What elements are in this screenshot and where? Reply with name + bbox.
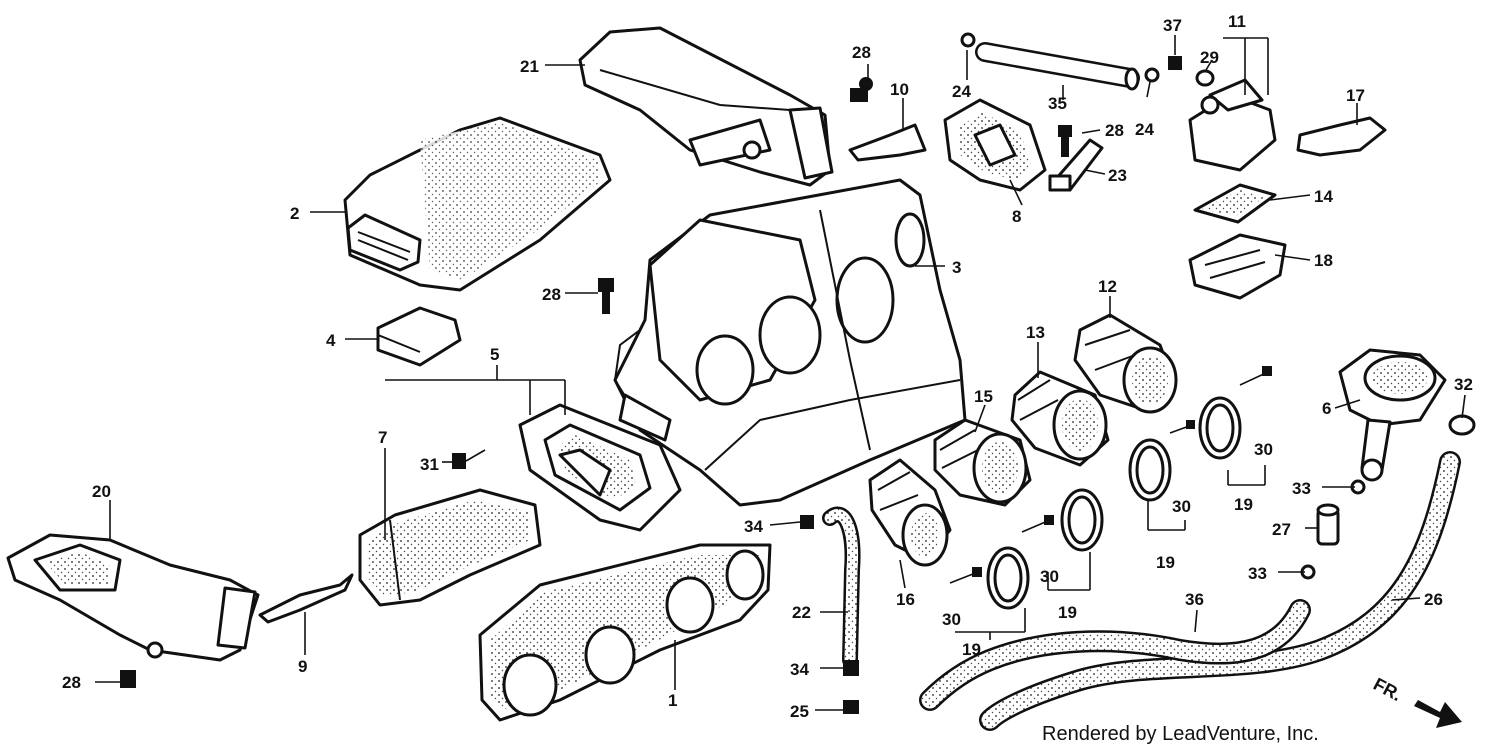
callout-24-right: 24 bbox=[1135, 120, 1154, 139]
callout-33-top: 33 bbox=[1292, 479, 1311, 498]
part-19-clamp-b bbox=[1128, 438, 1172, 502]
part-10-bracket bbox=[848, 123, 927, 162]
callout-34-bottom: 34 bbox=[790, 660, 809, 679]
part-4-filter-block bbox=[376, 306, 462, 367]
part-36-hose bbox=[919, 599, 1311, 711]
front-direction-label: FR. bbox=[1370, 674, 1405, 705]
part-19-clamp-a bbox=[1198, 396, 1242, 460]
part-8-intake-boot bbox=[943, 98, 1047, 192]
part-19-clamp-d bbox=[986, 546, 1030, 610]
part-20-air-duct-lower bbox=[6, 533, 260, 662]
part-26-drain-hose bbox=[979, 451, 1461, 731]
part-15-joint bbox=[933, 418, 1032, 507]
leader-lines bbox=[95, 35, 1466, 711]
callout-13: 13 bbox=[1026, 323, 1045, 342]
callout-1: 1 bbox=[668, 691, 677, 710]
part-23-stay bbox=[1048, 138, 1104, 192]
callout-21: 21 bbox=[520, 57, 539, 76]
callout-9: 9 bbox=[298, 657, 307, 676]
callout-26: 26 bbox=[1424, 590, 1443, 609]
callout-19-c: 19 bbox=[1058, 603, 1077, 622]
callout-3: 3 bbox=[952, 258, 961, 277]
callout-27: 27 bbox=[1272, 520, 1291, 539]
part-19-clamp-c bbox=[1060, 488, 1104, 552]
part-9-clip bbox=[258, 573, 354, 624]
callout-6: 6 bbox=[1322, 399, 1331, 418]
callout-28-top: 28 bbox=[852, 43, 871, 62]
callout-23: 23 bbox=[1108, 166, 1127, 185]
front-direction-arrow: FR. bbox=[1370, 674, 1462, 728]
callout-30-b: 30 bbox=[1172, 497, 1191, 516]
callout-19-d: 19 bbox=[962, 640, 981, 659]
part-14-filter-pad bbox=[1193, 183, 1277, 224]
callout-labels: 21 2 28 4 5 7 31 20 9 28 1 3 28 10 24 35… bbox=[62, 12, 1473, 721]
callout-30-a: 30 bbox=[1254, 440, 1273, 459]
callout-32: 32 bbox=[1454, 375, 1473, 394]
callout-4: 4 bbox=[326, 331, 336, 350]
callout-10: 10 bbox=[890, 80, 909, 99]
callout-30-d: 30 bbox=[942, 610, 961, 629]
callout-28-mid: 28 bbox=[542, 285, 561, 304]
part-5-filter-element bbox=[518, 403, 682, 532]
callout-28-right: 28 bbox=[1105, 121, 1124, 140]
part-3-air-cleaner-case bbox=[613, 178, 967, 507]
callout-30-c: 30 bbox=[1040, 567, 1059, 586]
callout-22: 22 bbox=[792, 603, 811, 622]
fasteners bbox=[120, 32, 1366, 714]
callout-19-a: 19 bbox=[1234, 495, 1253, 514]
part-21-air-duct-upper bbox=[578, 26, 834, 187]
callout-33-bottom: 33 bbox=[1248, 564, 1267, 583]
part-7-intake-duct bbox=[358, 488, 542, 607]
callout-20: 20 bbox=[92, 482, 111, 501]
callout-17: 17 bbox=[1346, 86, 1365, 105]
part-18-resonator-base bbox=[1188, 233, 1287, 300]
part-11-resonator bbox=[1188, 78, 1277, 172]
callout-19-b: 19 bbox=[1156, 553, 1175, 572]
callout-16: 16 bbox=[896, 590, 915, 609]
part-16-joint bbox=[868, 458, 952, 567]
part-17-bracket bbox=[1296, 116, 1387, 157]
callout-29: 29 bbox=[1200, 48, 1219, 67]
callout-37: 37 bbox=[1163, 16, 1182, 35]
callout-2: 2 bbox=[290, 204, 299, 223]
part-12-joint bbox=[1073, 313, 1178, 414]
callout-15: 15 bbox=[974, 387, 993, 406]
part-35-hose bbox=[975, 42, 1140, 91]
callout-34-top: 34 bbox=[744, 517, 763, 536]
part-22-breather-tube bbox=[822, 506, 861, 668]
callout-5: 5 bbox=[490, 345, 499, 364]
callout-28-bottom: 28 bbox=[62, 673, 81, 692]
callout-35: 35 bbox=[1048, 94, 1067, 113]
arrow-right-icon bbox=[1414, 700, 1462, 728]
callout-25: 25 bbox=[790, 702, 809, 721]
callout-31: 31 bbox=[420, 455, 439, 474]
part-1-joint-plate bbox=[478, 543, 772, 722]
render-credit: Rendered by LeadVenture, Inc. bbox=[1042, 723, 1319, 745]
callout-14: 14 bbox=[1314, 187, 1333, 206]
part-32-o-ring bbox=[1448, 414, 1476, 436]
callout-11: 11 bbox=[1228, 12, 1246, 31]
callout-24-left: 24 bbox=[952, 82, 971, 101]
callout-18: 18 bbox=[1314, 251, 1333, 270]
part-2-filter-cover bbox=[343, 116, 612, 292]
callout-7: 7 bbox=[378, 428, 387, 447]
callout-12: 12 bbox=[1098, 277, 1117, 296]
callout-8: 8 bbox=[1012, 207, 1021, 226]
part-6-funnel bbox=[1338, 348, 1447, 482]
callout-36: 36 bbox=[1185, 590, 1204, 609]
part-13-joint bbox=[1010, 370, 1110, 467]
